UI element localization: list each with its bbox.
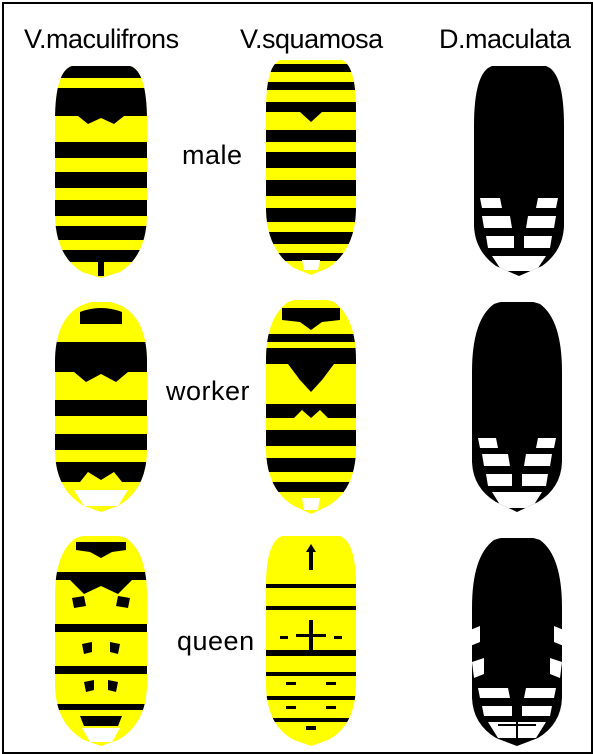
abdomen-d-maculata-male (470, 66, 568, 276)
species-header-v-maculifrons: V.maculifrons (24, 24, 179, 55)
abdomen-v-squamosa-queen (262, 536, 360, 746)
abdomen-v-maculifrons-queen (52, 536, 150, 746)
abdomen-v-maculifrons-male (52, 66, 150, 278)
caste-label-worker: worker (166, 376, 250, 407)
species-header-d-maculata: D.maculata (439, 24, 571, 55)
abdomen-v-maculifrons-worker (52, 302, 150, 512)
caste-label-male: male (182, 140, 243, 171)
abdomen-v-squamosa-worker (262, 300, 360, 514)
abdomen-d-maculata-worker (468, 302, 566, 512)
abdomen-v-squamosa-male (262, 60, 360, 275)
caste-label-queen: queen (177, 626, 255, 657)
abdomen-d-maculata-queen (468, 538, 566, 746)
species-header-v-squamosa: V.squamosa (240, 24, 383, 55)
